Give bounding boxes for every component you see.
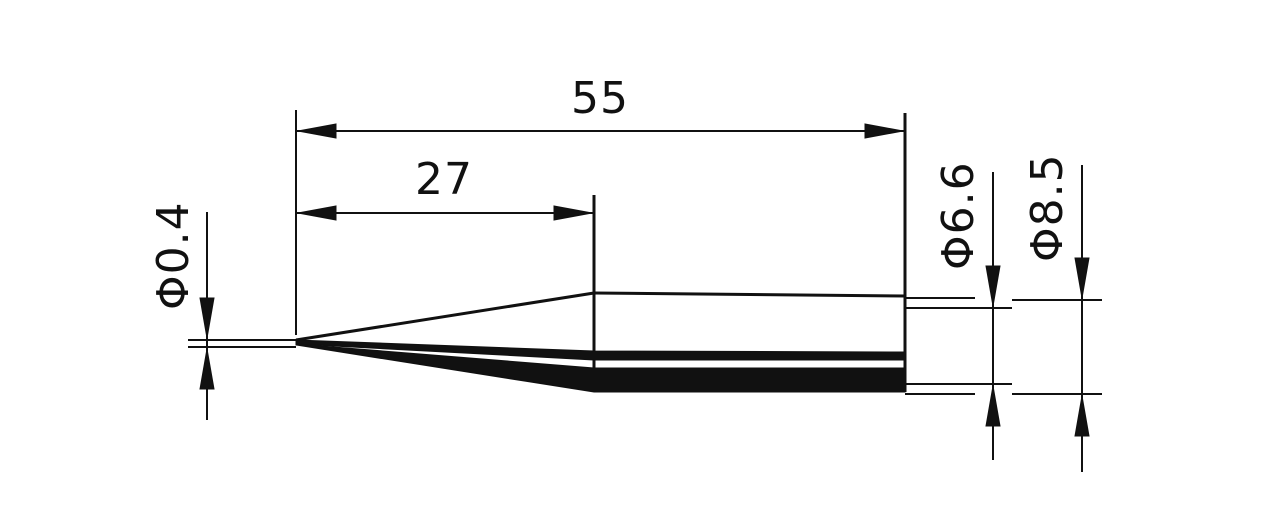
tip-diameter-label: Φ0.4 xyxy=(148,201,199,310)
extension-lines xyxy=(295,110,1102,395)
total-length-label: 55 xyxy=(571,73,629,124)
lower-body-shading xyxy=(295,343,906,393)
outer-diameter-label: Φ8.5 xyxy=(1022,153,1073,262)
inner-diameter-label: Φ6.6 xyxy=(933,161,984,270)
dimension-inner-diameter: Φ6.6 xyxy=(933,161,1001,460)
dimension-total-length: 55 xyxy=(296,73,905,139)
dimension-taper-length: 27 xyxy=(296,154,594,221)
taper-length-label: 27 xyxy=(415,154,473,205)
dimension-outer-diameter: Φ8.5 xyxy=(1022,153,1090,472)
dimension-tip-diameter: Φ0.4 xyxy=(148,201,215,420)
